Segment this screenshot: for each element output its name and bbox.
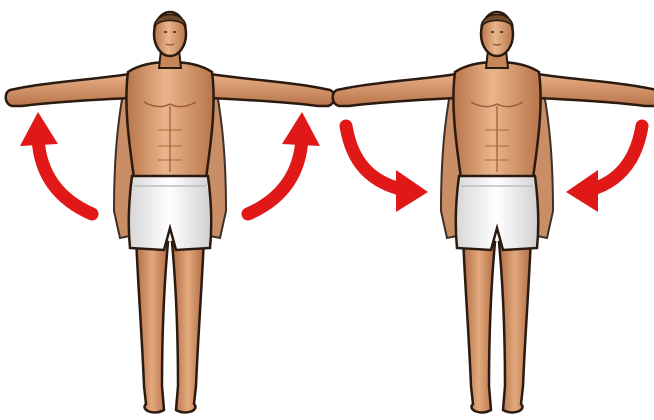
arrow-up-icon bbox=[248, 112, 320, 214]
figure-left bbox=[6, 12, 335, 412]
figure-right bbox=[333, 12, 654, 412]
arrow-up-icon bbox=[20, 112, 92, 214]
arrow-down-icon bbox=[566, 126, 642, 212]
arrow-down-icon bbox=[346, 126, 428, 212]
